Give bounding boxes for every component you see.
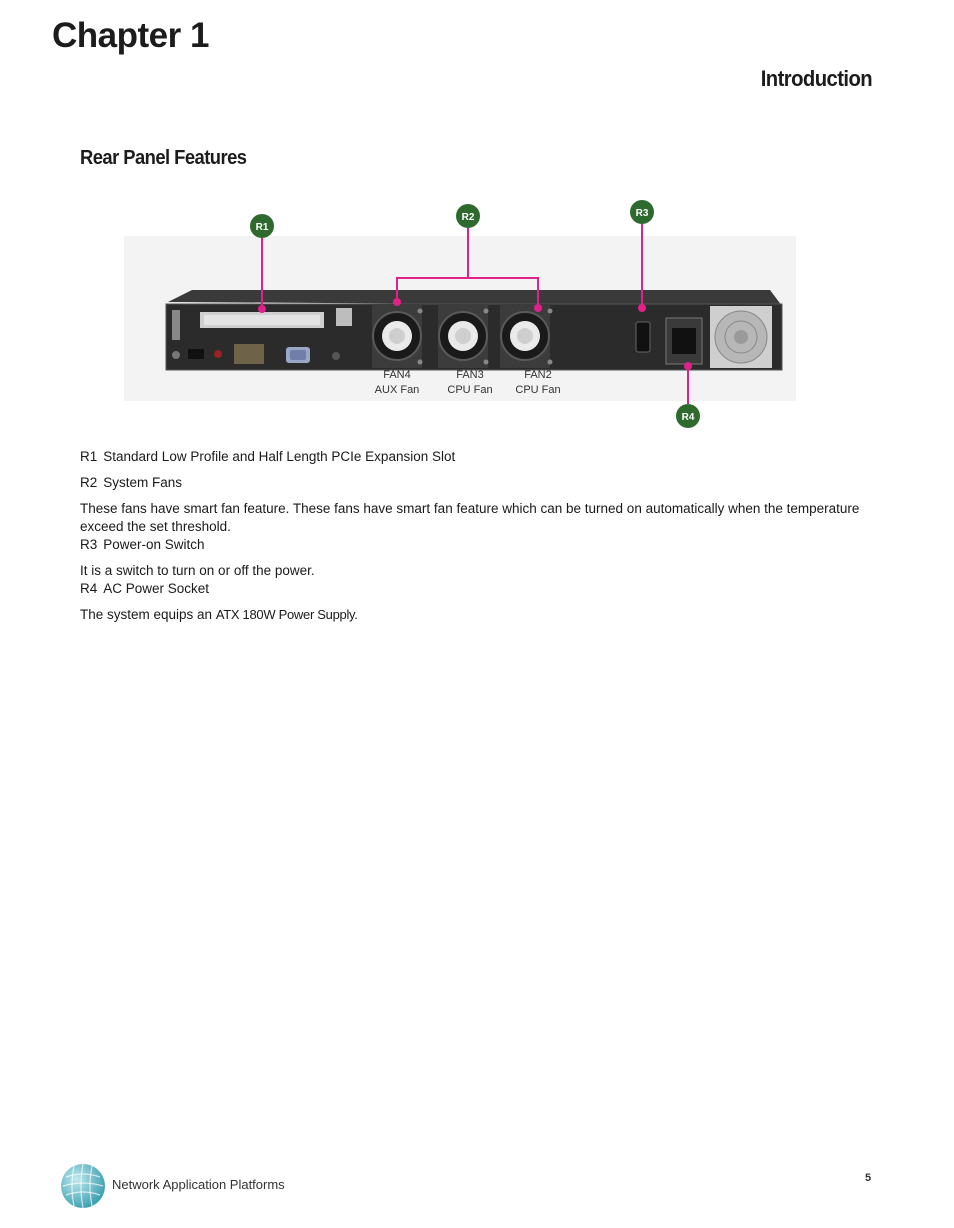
feature-desc-prefix: The system equips an [80, 607, 216, 622]
power-switch [635, 321, 651, 353]
svg-text:R2: R2 [462, 212, 475, 223]
footer-text: Network Application Platforms [112, 1177, 285, 1192]
callout-r1 [250, 214, 274, 238]
fan3-icon [438, 304, 488, 368]
feature-code: R2 [80, 475, 98, 490]
fan4-id: FAN4 [383, 369, 411, 381]
feature-list: R1 Standard Low Profile and Half Length … [80, 448, 860, 624]
fan2-type: CPU Fan [515, 384, 561, 396]
feature-r2: R2 System Fans [80, 474, 860, 492]
feature-desc: The system equips an ATX 180W Power Supp… [80, 606, 860, 624]
feature-desc: It is a switch to turn on or off the pow… [80, 563, 315, 578]
feature-title: Power-on Switch [103, 537, 205, 552]
svg-text:R1: R1 [256, 222, 269, 233]
feature-r1: R1 Standard Low Profile and Half Length … [80, 448, 860, 466]
svg-text:R4: R4 [682, 412, 695, 423]
fan2-label: FAN2 CPU Fan [510, 368, 566, 398]
rear-panel-illustration: R1 R2 R3 R4 [124, 200, 796, 428]
svg-text:R3: R3 [636, 208, 649, 219]
feature-desc-spec: ATX 180W Power Supply. [215, 607, 358, 622]
company-logo-icon [61, 1163, 105, 1209]
feature-code: R3 [80, 537, 98, 552]
subsection-title: Rear Panel Features [80, 147, 247, 169]
feature-r4: R4 AC Power Socket [80, 580, 860, 598]
fan4-label: FAN4 AUX Fan [370, 368, 424, 398]
fan3-label: FAN3 CPU Fan [442, 368, 498, 398]
fan3-id: FAN3 [456, 369, 484, 381]
callout-r3 [630, 200, 654, 224]
feature-title: AC Power Socket [103, 581, 210, 596]
port-connector [234, 344, 264, 364]
callout-r2 [456, 204, 480, 228]
feature-code: R4 [80, 581, 98, 596]
chassis-top [168, 290, 782, 306]
feature-code: R1 [80, 449, 98, 464]
fan4-type: AUX Fan [374, 384, 420, 396]
feature-title: System Fans [103, 475, 183, 490]
fan2-id: FAN2 [524, 369, 552, 381]
feature-title: Standard Low Profile and Half Length PCI… [103, 449, 456, 464]
fan3-type: CPU Fan [447, 384, 493, 396]
fan4-icon [372, 304, 422, 368]
feature-r3: R3 Power-on Switch [80, 536, 860, 554]
section-title: Introduction [760, 66, 873, 91]
callout-r4 [676, 404, 700, 428]
page-number: 5 [865, 1172, 872, 1184]
feature-desc: These fans have smart fan feature. These… [80, 501, 860, 534]
rear-panel-figure: R1 R2 R3 R4 FAN4 AUX Fan FAN3 CPU Fan FA… [120, 196, 800, 436]
chapter-title: Chapter 1 [52, 16, 209, 55]
fan2-icon [500, 304, 550, 368]
